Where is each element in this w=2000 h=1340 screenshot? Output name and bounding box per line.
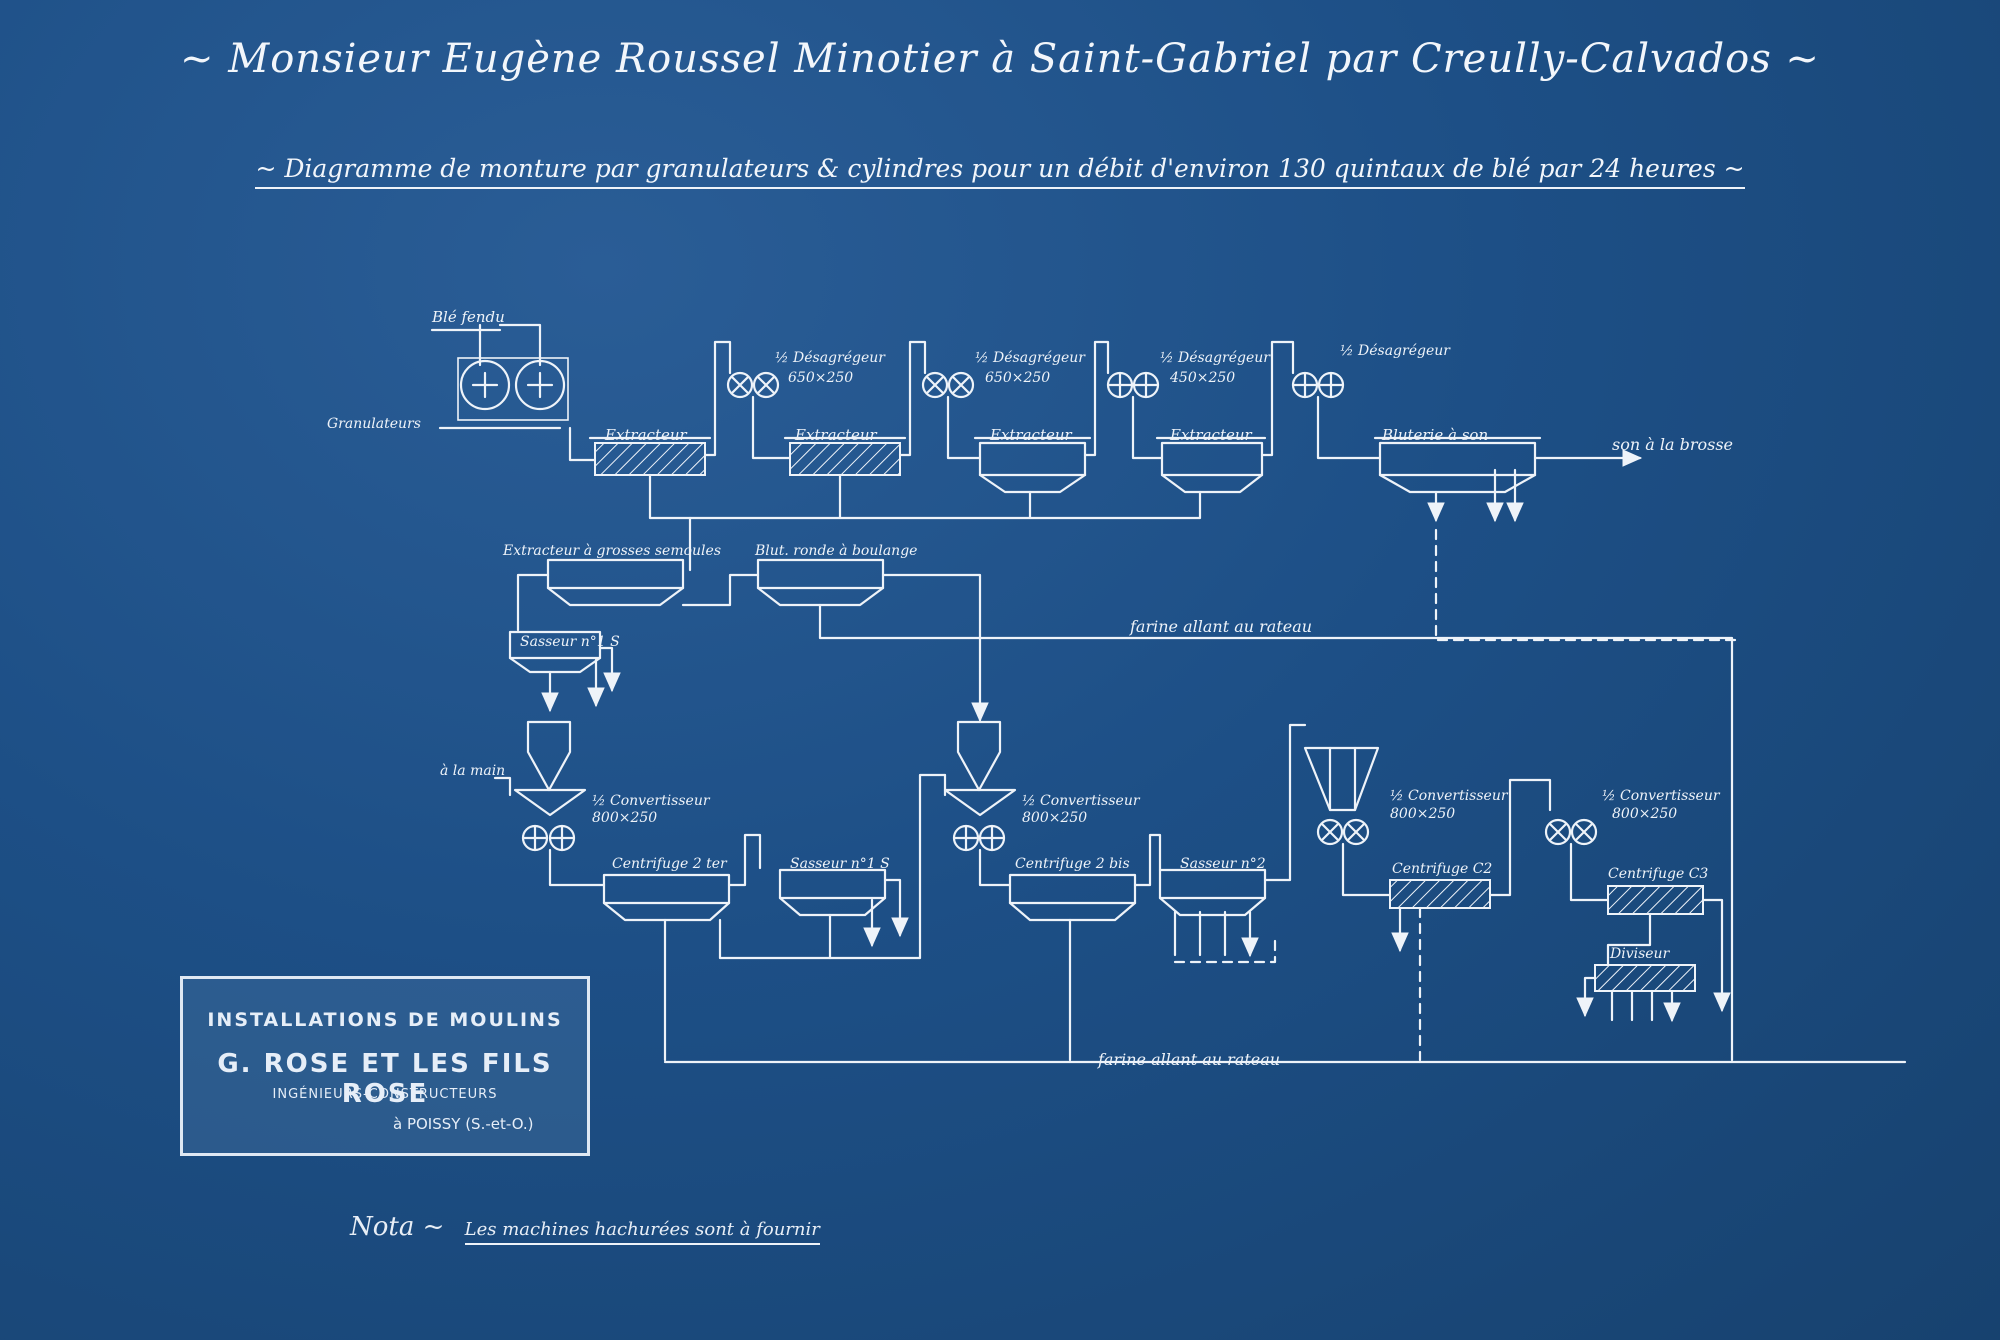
desag-1-label: ½ Désagrégeur — [775, 350, 886, 366]
desag-1-size: 650×250 — [788, 370, 853, 386]
nota-label: Nota ~ — [350, 1212, 445, 1242]
nota-note: Nota ~ Les machines hachurées sont à fou… — [350, 1212, 820, 1245]
conv-4-label: ½ Convertisseur — [1602, 788, 1721, 804]
lower-middle-group: ½ Convertisseur 800×250 Centrifuge 2 bis… — [943, 720, 1307, 1062]
conv-1-size: 800×250 — [592, 810, 657, 826]
extracteur-row: Extracteur ½ Désagrégeur 650×250 Extract… — [568, 340, 1742, 642]
granulateurs-group: Blé fendu Granulateurs — [327, 308, 569, 432]
diviseur-label: Diviseur — [1609, 946, 1671, 962]
desag-3-label: ½ Désagrégeur — [1160, 350, 1271, 366]
bottom-farine-line: farine allant au rateau — [663, 1050, 1907, 1069]
sasseur-2-label: Sasseur n°2 — [1180, 856, 1266, 872]
son-brosse-label: son à la brosse — [1612, 435, 1733, 454]
extracteur-4-label: Extracteur — [1169, 426, 1253, 444]
centrifuge-2bis-label: Centrifuge 2 bis — [1015, 856, 1130, 872]
stamp-line-4: à POISSY (S.-et-O.) — [393, 1115, 534, 1133]
centrifuge-c2-label: Centrifuge C2 — [1392, 861, 1492, 877]
stamp-line-2: G. ROSE ET LES FILS ROSE — [217, 1049, 553, 1109]
centrifuge-2ter-label: Centrifuge 2 ter — [612, 856, 728, 872]
conv-2-size: 800×250 — [1022, 810, 1087, 826]
centrifuge-c3-label: Centrifuge C3 — [1608, 866, 1708, 882]
desag-2-label: ½ Désagrégeur — [975, 350, 1086, 366]
conv-3-size: 800×250 — [1390, 806, 1455, 822]
bluterie-label: Bluterie à son — [1381, 426, 1488, 444]
extracteur-grosses-label: Extracteur à grosses semoules — [502, 543, 721, 559]
extracteur-1-label: Extracteur — [604, 426, 688, 444]
lower-right-group: ½ Convertisseur 800×250 Centrifuge C2 ½ … — [1303, 746, 1731, 1062]
subtitle-text: ~ Diagramme de monture par granulateurs … — [255, 154, 1745, 189]
maker-stamp: INSTALLATIONS DE MOULINS G. ROSE ET LES … — [180, 976, 590, 1156]
conv-1-label: ½ Convertisseur — [592, 793, 711, 809]
sasseur-1s-b-label: Sasseur n°1 S — [790, 856, 890, 872]
conv-4-size: 800×250 — [1612, 806, 1677, 822]
middle-group: Extracteur à grosses semoules Blut. rond… — [440, 543, 1734, 1062]
farine-rateau-1-label: farine allant au rateau — [1129, 617, 1312, 636]
diagram-title: ~ Monsieur Eugène Roussel Minotier à Sai… — [180, 36, 1820, 82]
desag-4-label: ½ Désagrégeur — [1340, 343, 1451, 359]
desag-2-size: 650×250 — [985, 370, 1050, 386]
farine-rateau-2-label: farine allant au rateau — [1097, 1050, 1280, 1069]
conv-2-label: ½ Convertisseur — [1022, 793, 1141, 809]
lower-left-group: Centrifuge 2 ter Sasseur n°1 S — [602, 773, 947, 1062]
granulateurs-label: Granulateurs — [327, 416, 421, 432]
nota-text: Les machines hachurées sont à fournir — [464, 1219, 820, 1245]
diagram-subtitle: ~ Diagramme de monture par granulateurs … — [0, 154, 2000, 189]
a-la-main-label: à la main — [440, 763, 505, 779]
ble-fendu-label: Blé fendu — [431, 308, 505, 326]
conv-3-label: ½ Convertisseur — [1390, 788, 1509, 804]
extracteur-2-label: Extracteur — [794, 426, 878, 444]
stamp-line-1: INSTALLATIONS DE MOULINS — [207, 1009, 563, 1031]
sasseur-1s-label: Sasseur n°1 S — [520, 634, 620, 650]
blut-ronde-label: Blut. ronde à boulange — [754, 543, 917, 559]
desag-3-size: 450×250 — [1169, 370, 1235, 386]
stamp-line-3: INGÉNIEURS-CONSTRUCTEURS — [272, 1087, 498, 1102]
extracteur-3-label: Extracteur — [989, 426, 1073, 444]
